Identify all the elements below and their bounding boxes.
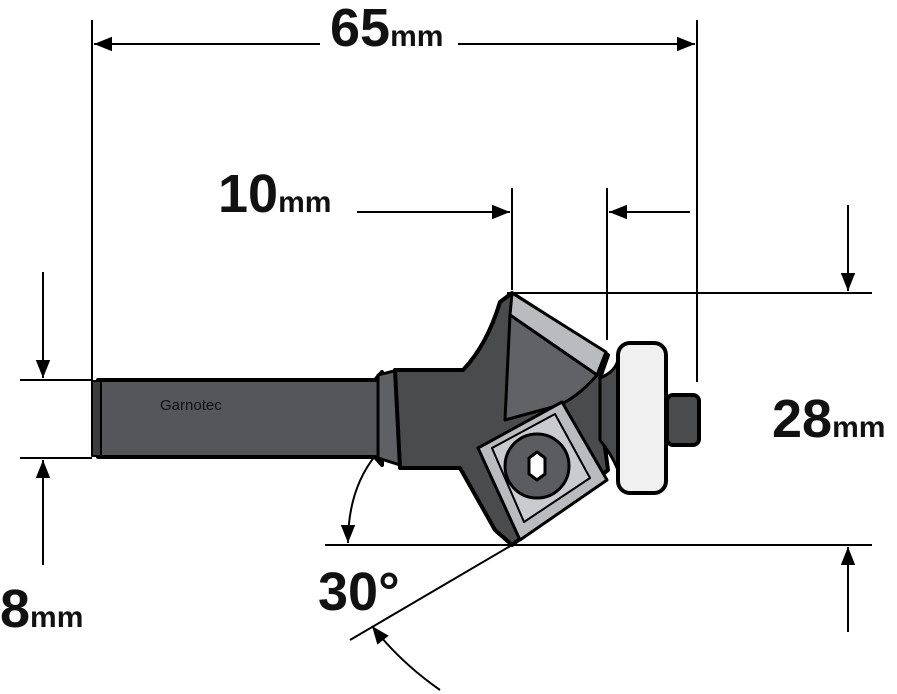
dim-label-angle: 30° [318,562,400,622]
arrow-angle-upper [340,455,376,544]
arbor-stub [665,393,701,447]
bearing [616,341,668,495]
angle-ref-line [349,544,513,641]
shank-chamfer-ring [91,380,102,457]
dimension-arrows [35,36,856,691]
dim-label-28: 28mm [772,389,885,449]
cutter-body [393,291,610,547]
shank [91,370,384,467]
dim-label-10: 10mm [218,164,331,224]
brand-label: Garnotec [160,397,222,414]
screw-torx-icon [527,450,547,482]
dim-label-65: 65mm [330,0,443,58]
dim-label-8: 8mm [0,579,83,639]
router-bit [91,291,701,547]
extension-lines [20,20,872,641]
arrow-angle-lower [371,625,441,691]
